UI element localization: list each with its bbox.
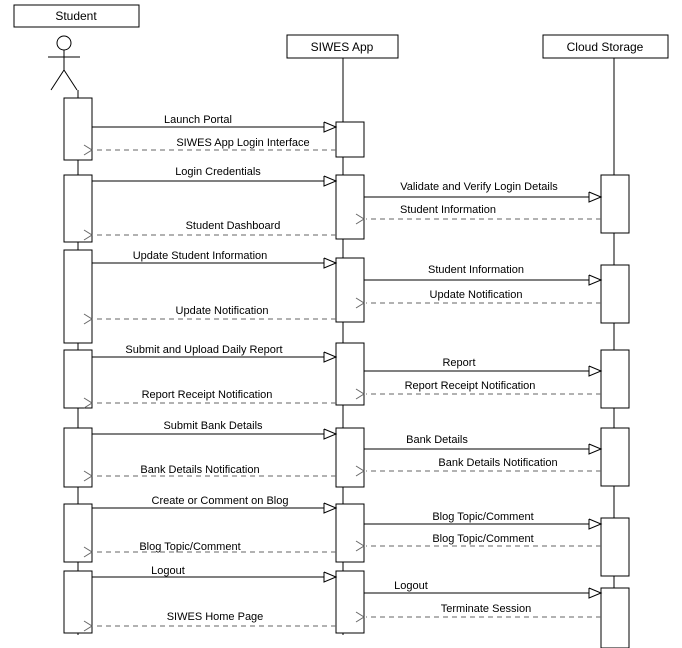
activation-app [335, 427, 365, 488]
arrowhead [83, 546, 93, 558]
arrowhead [83, 144, 93, 156]
arrowhead [355, 611, 365, 623]
arrowhead [355, 540, 365, 552]
arrowhead [323, 571, 338, 583]
arrowhead [588, 191, 603, 203]
arrowhead [588, 587, 603, 599]
message-label: Update Notification [430, 289, 523, 301]
participant-student-label: Student [55, 9, 97, 23]
message-label: Create or Comment on Blog [152, 495, 289, 507]
activation-student [63, 174, 93, 243]
activation-app [335, 257, 365, 323]
activation-app [335, 121, 365, 158]
message-label: Login Credentials [175, 166, 261, 178]
activation-student [63, 349, 93, 409]
arrowhead [83, 397, 93, 409]
participant-app-label: SIWES App [311, 40, 374, 54]
message-label: Blog Topic/Comment [432, 533, 533, 545]
message-label: Bank Details [406, 434, 468, 446]
message-label: Bank Details Notification [438, 457, 557, 469]
message-label: Blog Topic/Comment [139, 541, 240, 553]
activation-storage [600, 349, 630, 409]
participant-student-box [13, 4, 140, 28]
actor-student-icon [48, 35, 80, 91]
activation-storage [600, 427, 630, 487]
arrowhead [588, 365, 603, 377]
arrowhead [355, 465, 365, 477]
activation-student [63, 249, 93, 344]
arrowhead [355, 297, 365, 309]
arrowhead [323, 175, 338, 187]
message-label: Blog Topic/Comment [432, 511, 533, 523]
activation-app [335, 570, 365, 634]
activation-storage [600, 174, 630, 234]
arrowhead [323, 502, 338, 514]
activation-storage [600, 517, 630, 577]
message-label: Validate and Verify Login Details [400, 181, 558, 193]
arrowhead [83, 313, 93, 325]
arrowhead [83, 229, 93, 241]
activation-student [63, 97, 93, 161]
message-label: Update Student Information [133, 250, 268, 262]
activation-app [335, 342, 365, 406]
message-label: Report [442, 357, 475, 369]
message-label: Update Notification [176, 305, 269, 317]
message-label: Report Receipt Notification [142, 389, 273, 401]
activation-storage [600, 264, 630, 324]
activation-student [63, 503, 93, 563]
message-label: Submit and Upload Daily Report [125, 344, 282, 356]
arrowhead [588, 274, 603, 286]
message-label: Student Dashboard [186, 220, 281, 232]
message-label: Bank Details Notification [140, 464, 259, 476]
message-label: SIWES App Login Interface [176, 137, 309, 149]
participant-storage-box [542, 34, 669, 59]
arrowhead [323, 351, 338, 363]
arrowhead [323, 121, 338, 133]
activation-student [63, 427, 93, 488]
activation-app [335, 503, 365, 563]
message-label: Report Receipt Notification [405, 380, 536, 392]
message-label: Logout [151, 565, 185, 577]
arrowhead [588, 518, 603, 530]
activation-storage [600, 587, 630, 648]
participant-storage-label: Cloud Storage [567, 40, 644, 54]
arrowhead [83, 470, 93, 482]
arrowhead [355, 213, 365, 225]
arrowhead [323, 257, 338, 269]
arrowhead [588, 443, 603, 455]
arrowhead [355, 388, 365, 400]
message-label: Logout [394, 580, 428, 592]
message-label: Student Information [400, 204, 496, 216]
message-label: Submit Bank Details [163, 420, 263, 432]
message-label: Launch Portal [164, 114, 232, 126]
message-label: Terminate Session [441, 603, 532, 615]
message-label: SIWES Home Page [167, 611, 264, 623]
activation-app [335, 174, 365, 240]
message-label: Student Information [428, 264, 524, 276]
arrowhead [323, 428, 338, 440]
arrowhead [83, 620, 93, 632]
